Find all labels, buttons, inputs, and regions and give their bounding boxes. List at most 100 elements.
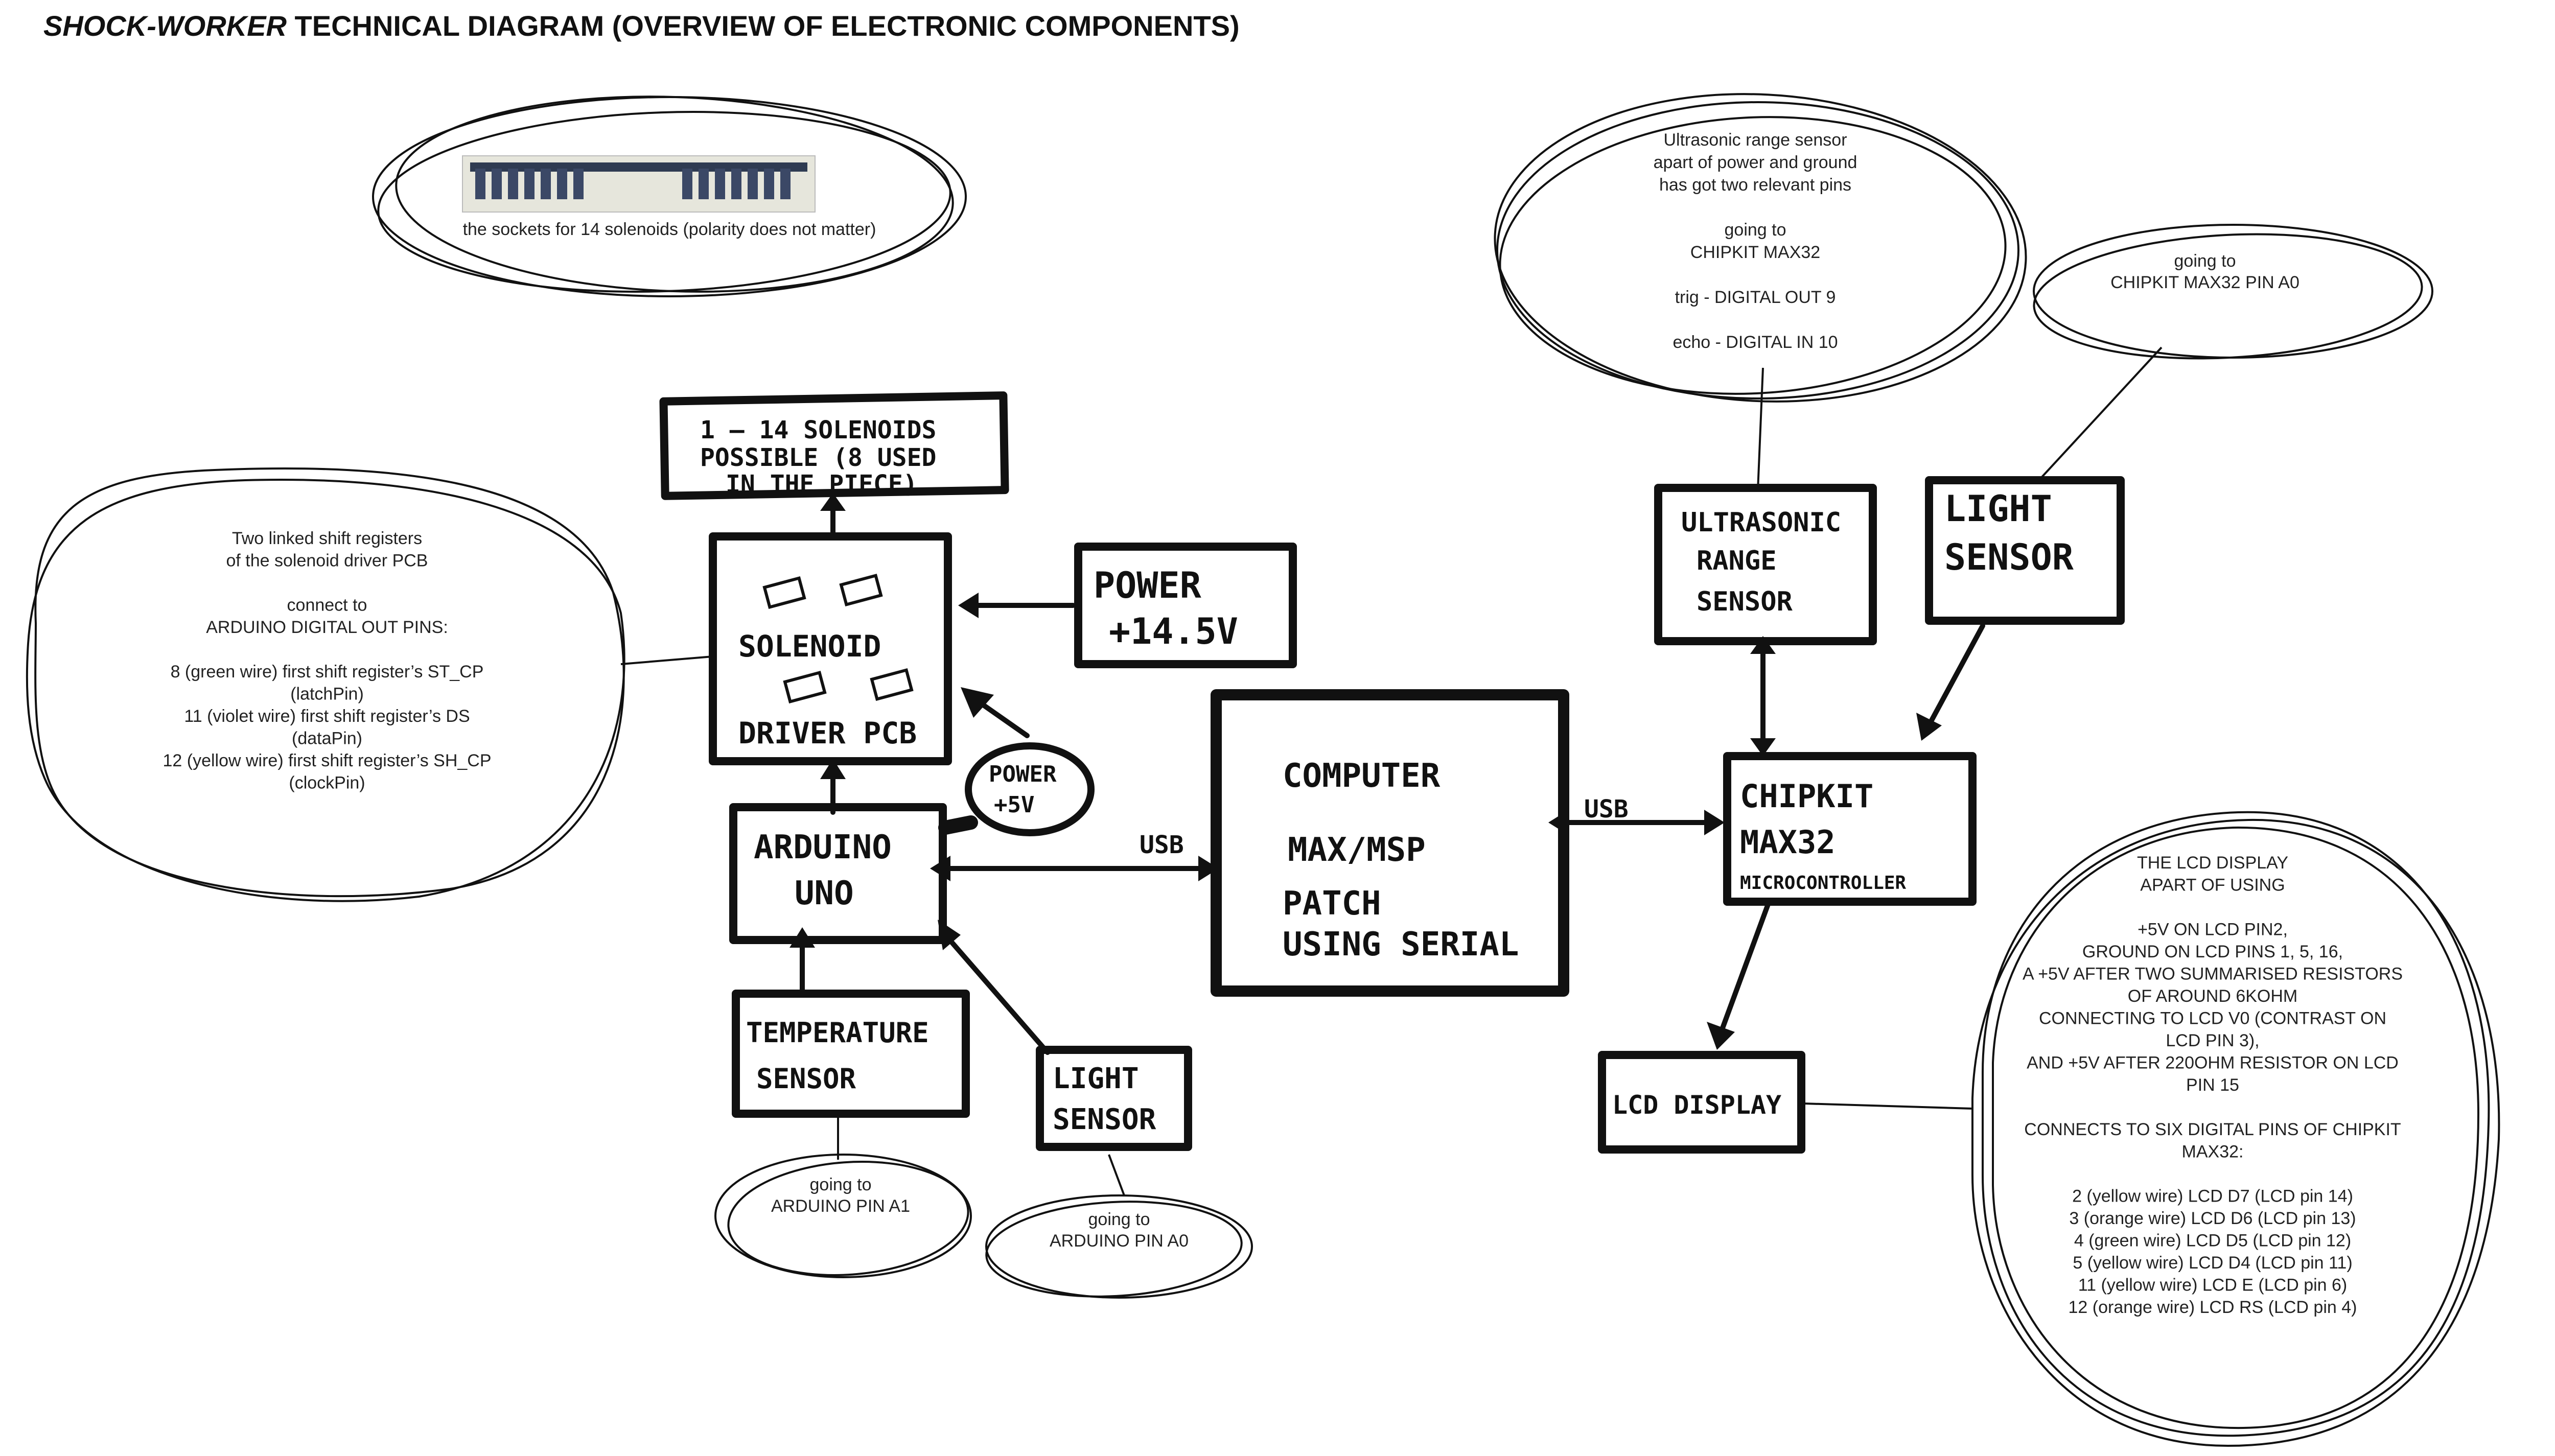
lcd-note-line: THE LCD DISPLAY	[2137, 853, 2288, 873]
power-14-box: POWER +14.5V	[1074, 543, 1297, 668]
socket-pin	[524, 169, 535, 199]
shift-register-note-line: Two linked shift registers	[232, 529, 422, 548]
socket-pin	[780, 169, 791, 199]
arrows	[789, 493, 1985, 1055]
sockets-bubble	[372, 96, 967, 297]
socket-pin	[508, 169, 518, 199]
solenoids-line3: IN THE PIECE)	[726, 470, 918, 499]
title-rest: TECHNICAL DIAGRAM (OVERVIEW OF ELECTRONI…	[286, 10, 1240, 42]
power14-line1: POWER	[1094, 565, 1202, 606]
lcd-note-line: PIN 15	[2186, 1075, 2239, 1095]
socket-pin	[541, 169, 551, 199]
light-right-line1: LIGHT	[1944, 488, 2052, 530]
sockets-caption: the sockets for 14 solenoids (polarity d…	[463, 220, 876, 239]
chipkit-line2: MAX32	[1740, 824, 1836, 861]
lcd-note-line: 5 (yellow wire) LCD D4 (LCD pin 11)	[2073, 1253, 2352, 1273]
lcd-note-line: AND +5V AFTER 220OHM RESISTOR ON LCD	[2027, 1053, 2399, 1073]
lcd-note-line: 11 (yellow wire) LCD E (LCD pin 6)	[2078, 1276, 2348, 1295]
light-left-note-connector	[1108, 1154, 1125, 1196]
computer-line3: PATCH	[1283, 885, 1381, 923]
thin-connectors	[620, 346, 2163, 1196]
temperature-line1: TEMPERATURE	[746, 1017, 929, 1049]
power-5-bubble: POWER +5V	[965, 742, 1095, 836]
socket-pin	[557, 169, 567, 199]
chipkit-box: CHIPKIT MAX32 MICROCONTROLLER	[1723, 752, 1977, 906]
ultrasonic-note-connector	[1757, 367, 1764, 491]
computer-line1: COMPUTER	[1283, 757, 1441, 795]
ultrasonic-line2: RANGE	[1697, 546, 1777, 576]
power5-line2: +5V	[994, 792, 1034, 818]
ultrasonic-note-line: apart of power and ground	[1654, 153, 1857, 172]
light-right-note-line: going to	[2174, 251, 2236, 271]
light-left-line1: LIGHT	[1053, 1062, 1139, 1095]
lcd-note-line: 3 (orange wire) LCD D6 (LCD pin 13)	[2069, 1209, 2356, 1228]
socket-pin	[475, 169, 485, 199]
driver-line1: SOLENOID	[738, 629, 881, 664]
shift-register-note-line: 11 (violet wire) first shift register’s …	[184, 707, 470, 726]
temperature-note-line: going to	[810, 1175, 872, 1194]
lcd-display-box: LCD DISPLAY	[1598, 1051, 1805, 1154]
socket-pin	[492, 169, 502, 199]
driver-line2: DRIVER PCB	[738, 716, 917, 750]
ultrasonic-note-line: has got two relevant pins	[1659, 175, 1851, 195]
lcd-note-line: +5V ON LCD PIN2,	[2138, 920, 2288, 940]
socket-pin	[731, 169, 741, 199]
light-right-line2: SENSOR	[1944, 536, 2074, 578]
chipkit-line1: CHIPKIT	[1740, 778, 1873, 815]
lcd-note-line: APART OF USING	[2140, 876, 2285, 895]
temperature-line2: SENSOR	[756, 1063, 856, 1095]
lcd-note-line: GROUND ON LCD PINS 1, 5, 16,	[2082, 942, 2343, 961]
lcd-note-line: 12 (orange wire) LCD RS (LCD pin 4)	[2069, 1298, 2357, 1317]
shift-register-note-line: ARDUINO DIGITAL OUT PINS:	[206, 618, 448, 637]
shift-note-connector	[620, 655, 713, 665]
lcd-bubble	[1971, 811, 2500, 1447]
lcd-note-line: CONNECTS TO SIX DIGITAL PINS OF CHIPKIT	[2024, 1120, 2401, 1139]
temperature-bubble	[714, 1154, 972, 1278]
lcd-label: LCD DISPLAY	[1612, 1090, 1781, 1120]
lcd-note-connector	[1803, 1102, 1973, 1110]
ultrasonic-note-line: trig - DIGITAL OUT 9	[1675, 288, 1836, 307]
shift-register-note-line: (dataPin)	[292, 729, 362, 748]
ultrasonic-note-line: CHIPKIT MAX32	[1690, 243, 1820, 262]
solenoids-box: 1 – 14 SOLENOIDS POSSIBLE (8 USED IN THE…	[659, 391, 1009, 500]
light-left-bubble	[985, 1194, 1253, 1299]
page-title: SHOCK-WORKER TECHNICAL DIAGRAM (OVERVIEW…	[43, 9, 1240, 42]
driver-chip-icons	[762, 573, 914, 704]
ultrasonic-note-line: echo - DIGITAL IN 10	[1673, 333, 1838, 352]
arduino-line2: UNO	[795, 875, 854, 912]
shift-register-note-line: (latchPin)	[290, 685, 364, 704]
computer-box: COMPUTER MAX/MSP PATCH USING SERIAL	[1211, 689, 1569, 997]
lcd-note-line: OF AROUND 6KOHM	[2128, 987, 2297, 1006]
title-italic: SHOCK-WORKER	[43, 10, 287, 42]
ultrasonic-note-line: going to	[1725, 220, 1786, 240]
shift-register-note-line: connect to	[287, 596, 367, 615]
shift-register-bubble	[26, 467, 625, 902]
computer-line2: MAX/MSP	[1288, 831, 1426, 869]
temperature-box: TEMPERATURE SENSOR	[732, 990, 970, 1118]
shift-register-note-line: of the solenoid driver PCB	[226, 551, 428, 571]
computer-line4: USING SERIAL	[1283, 926, 1519, 964]
shift-register-note-line: 12 (yellow wire) first shift register’s …	[162, 751, 491, 770]
ultrasonic-bubble	[1494, 93, 2027, 403]
light-left-note-line: ARDUINO PIN A0	[1050, 1231, 1189, 1251]
temperature-note-line: ARDUINO PIN A1	[771, 1196, 910, 1216]
shift-register-note-line: (clockPin)	[289, 773, 365, 793]
lcd-note-line: 2 (yellow wire) LCD D7 (LCD pin 14)	[2072, 1187, 2353, 1206]
socket-pin	[573, 169, 584, 199]
shift-register-note: Two linked shift registers of the solenoi…	[162, 529, 491, 793]
socket-pin	[715, 169, 725, 199]
arduino-line1: ARDUINO	[754, 829, 892, 866]
chipkit-line3: MICROCONTROLLER	[1740, 873, 1906, 894]
light-right-note-connector	[2038, 346, 2163, 481]
solenoids-line1: 1 – 14 SOLENOIDS	[700, 416, 936, 444]
usb-right-label: USB	[1584, 795, 1629, 824]
light-left-line2: SENSOR	[1053, 1103, 1156, 1136]
power14-line2: +14.5V	[1109, 610, 1238, 652]
light-right-note-line: CHIPKIT MAX32 PIN A0	[2110, 273, 2300, 292]
lcd-note-line: MAX32:	[2182, 1142, 2244, 1162]
power5-line1: POWER	[989, 761, 1057, 787]
socket-pin	[699, 169, 709, 199]
light-right-bubble	[2033, 224, 2433, 360]
light-sensor-left-box: LIGHT SENSOR	[1036, 1046, 1192, 1151]
